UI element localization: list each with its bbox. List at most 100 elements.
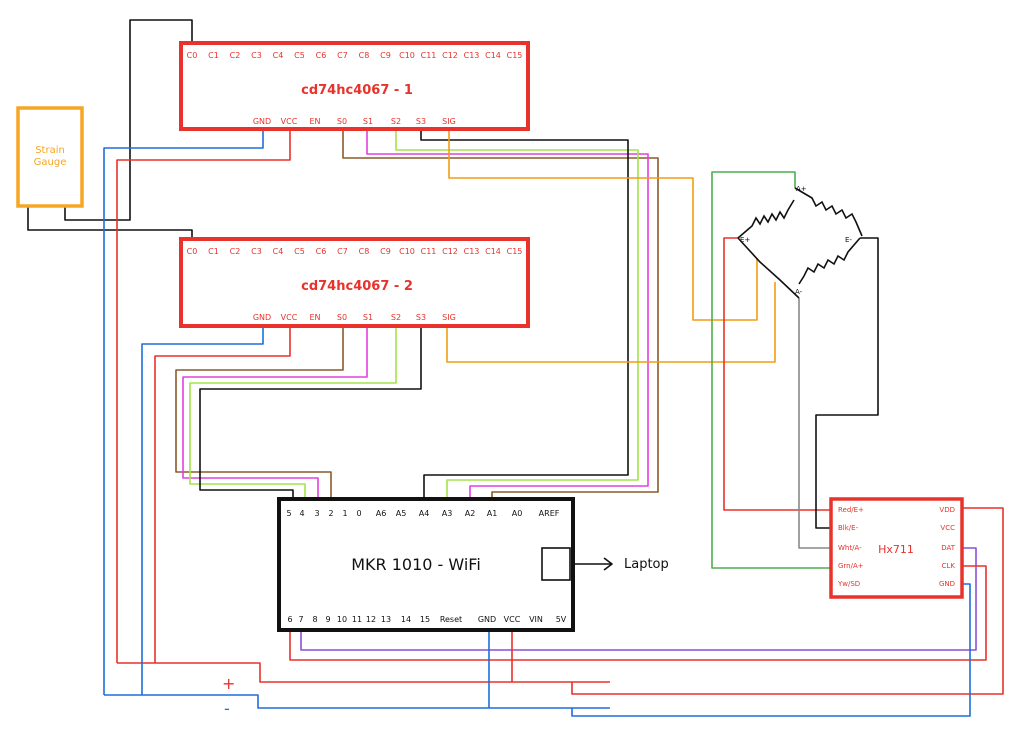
hx711-left-pin-label: Yw/SD [837, 580, 860, 588]
wire-mux1-s1 [366, 129, 649, 500]
wire-mux1-s0 [342, 129, 659, 500]
mux-channel-label: C12 [442, 51, 458, 60]
wire-mux1-gnd [103, 129, 264, 695]
wires [27, 19, 1004, 717]
mux-channel-label: C1 [208, 247, 219, 256]
mkr-top-pin-label: A4 [419, 509, 430, 518]
hx711-right-pin-label: VDD [939, 506, 955, 514]
bridge-label-a-plus: A+ [796, 185, 807, 193]
bridge-label-e-minus: E- [845, 236, 852, 244]
mux-pin-label: S3 [416, 117, 426, 126]
mkr-1010-body [277, 497, 575, 632]
mux-pin-label: GND [253, 313, 271, 322]
mux-pin-label: EN [309, 313, 320, 322]
mkr-bottom-pin-label: 5V [556, 615, 567, 624]
laptop-arrow-head [603, 557, 613, 571]
mux-channel-label: C11 [421, 51, 437, 60]
mux-pin-label: S1 [363, 117, 373, 126]
mkr-top-pin-label: 5 [286, 509, 291, 518]
mux-pin-label: S3 [416, 313, 426, 322]
mux-channel-label: C13 [464, 51, 480, 60]
mux-channel-label: C15 [507, 247, 523, 256]
mux-channel-label: C12 [442, 247, 458, 256]
mkr-top-pin-label: A3 [442, 509, 453, 518]
mux-pin-label: SIG [442, 117, 456, 126]
mux-channel-label: C8 [359, 247, 370, 256]
wire-bridge-a-plus [711, 171, 832, 569]
mkr-top-pin-label: 4 [299, 509, 304, 518]
mkr-bottom-pin-label: 7 [298, 615, 303, 624]
hx711-body [829, 497, 964, 599]
wire-mux2-sig [446, 282, 776, 363]
mux-pin-label: S0 [337, 313, 347, 322]
mkr-top-pin-label: AREF [539, 509, 560, 518]
mkr-bottom-pin-label: 15 [420, 615, 430, 624]
hx711-left-pin-label: Wht/A- [838, 544, 862, 552]
mkr-usb-port [541, 547, 571, 581]
wire-hx711-vdd [571, 507, 1004, 695]
bridge-resistor-top-left [737, 199, 795, 239]
mux-channel-label: C5 [294, 247, 305, 256]
wire-mux2-s0 [175, 326, 344, 500]
wire-bridge-e-minus [815, 237, 879, 529]
mux-channel-label: C2 [230, 51, 241, 60]
wire-mux2-s1 [182, 326, 368, 500]
mux-channel-label: C14 [485, 51, 501, 60]
wire-bridge-a-minus [798, 298, 832, 549]
rail-minus-label: - [224, 699, 230, 718]
wire-gauge-black-top [64, 19, 193, 221]
bridge-resistor-top-right [794, 187, 863, 237]
mux-channel-label: C7 [337, 51, 348, 60]
mux-channel-label: C3 [251, 247, 262, 256]
mkr-top-pin-label: 0 [356, 509, 361, 518]
strain-gauge-label-2: Gauge [34, 157, 67, 168]
bridge-label-e-plus: E+ [740, 236, 750, 244]
mux-pin-label: S1 [363, 313, 373, 322]
wire-mux2-vcc [154, 326, 291, 663]
mux-pin-label: GND [253, 117, 271, 126]
mux-pin-label: S0 [337, 117, 347, 126]
mux-channel-label: C5 [294, 51, 305, 60]
mkr-1010-title: MKR 1010 - WiFi [351, 555, 481, 574]
mux-channel-label: C11 [421, 247, 437, 256]
hx711-left-pin-label: Red/E+ [838, 506, 864, 514]
mkr-bottom-pin-label: Reset [440, 615, 462, 624]
mkr-top-pin-label: A2 [465, 509, 476, 518]
mkr-bottom-pin-label: 10 [337, 615, 347, 624]
mux-channel-label: C8 [359, 51, 370, 60]
mux-channel-label: C9 [380, 247, 391, 256]
mkr-bottom-pin-label: 6 [287, 615, 292, 624]
wire-mux1-sig [448, 129, 758, 321]
mkr-bottom-pin-label: 8 [312, 615, 317, 624]
mkr-top-pin-label: A1 [487, 509, 498, 518]
mux-channel-label: C14 [485, 247, 501, 256]
strain-gauge: Strain Gauge [16, 106, 84, 208]
strain-gauge-body [16, 106, 84, 208]
mkr-bottom-pin-label: 12 [366, 615, 376, 624]
hx711-left-pin-labels: Red/E+Blk/E-Wht/A-Grn/A+Yw/SD [837, 506, 864, 588]
mux-pin-label: S2 [391, 313, 401, 322]
bridge-resistor-bottom-right [798, 237, 861, 285]
mkr-top-pin-label: A5 [396, 509, 407, 518]
wire-hx711-dat [300, 547, 977, 651]
mkr-bottom-pin-label: VCC [504, 615, 521, 624]
wire-mux2-s2 [189, 326, 397, 500]
mux-1-body [179, 41, 530, 131]
rail-minus-wire [104, 694, 610, 709]
hx711-title: Hx711 [878, 543, 914, 556]
mux-channel-label: C3 [251, 51, 262, 60]
rail-plus-wire [117, 662, 610, 683]
laptop-label: Laptop [624, 557, 669, 572]
wire-gauge-black-mux2 [27, 207, 193, 238]
mux-pin-label: S2 [391, 117, 401, 126]
wire-mux1-s3 [420, 129, 629, 500]
mux-channel-label: C13 [464, 247, 480, 256]
wire-mux2-s3 [199, 326, 422, 500]
hx711-left-pin-label: Grn/A+ [838, 562, 864, 570]
rail-plus-label: + [222, 674, 235, 693]
